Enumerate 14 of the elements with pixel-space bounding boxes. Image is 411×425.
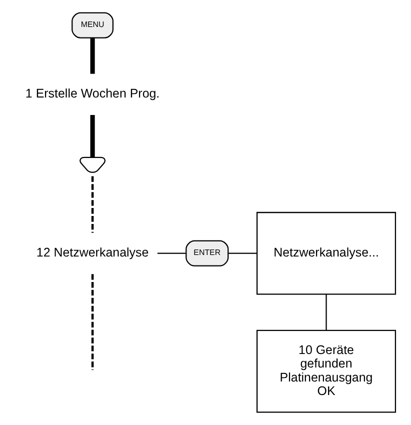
connector xyxy=(90,38,94,74)
connector xyxy=(156,252,186,254)
node-box: MENU xyxy=(71,12,114,38)
connector xyxy=(90,115,94,158)
connector xyxy=(325,294,326,330)
node-box: ENTER xyxy=(185,240,228,266)
node-box: 10 Geräte gefunden Platinenausgang OK xyxy=(256,330,396,413)
node-button xyxy=(79,156,105,173)
connector xyxy=(228,252,256,254)
node-box: Netzwerkanalyse... xyxy=(256,212,396,295)
node-text: 12 Netzwerkanalyse xyxy=(36,246,148,260)
connector xyxy=(90,274,94,370)
connector xyxy=(90,176,94,233)
node-text: 1 Erstelle Wochen Prog. xyxy=(24,86,160,101)
